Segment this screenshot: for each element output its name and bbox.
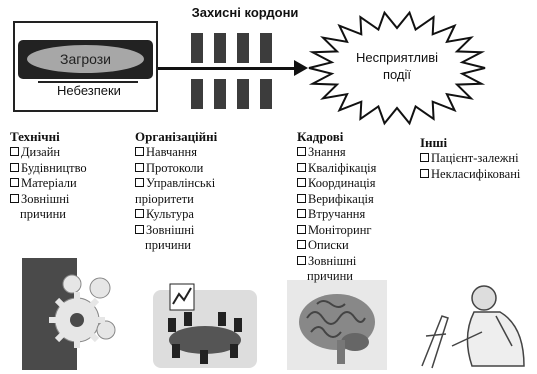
list-item: Навчання — [135, 145, 265, 161]
barrier-block — [214, 79, 226, 109]
adverse-events-label: Несприятливі події — [352, 49, 442, 83]
item-label: Верифікація — [308, 192, 374, 206]
list-item: Зовнішні — [10, 192, 125, 208]
list-item: Пацієнт-залежні — [420, 151, 535, 167]
item-label: Втручання — [308, 207, 365, 221]
item-label: Координація — [308, 176, 376, 190]
checkbox-icon — [10, 194, 19, 203]
item-label: Навчання — [146, 145, 197, 159]
checkbox-icon — [135, 225, 144, 234]
item-label: Пацієнт-залежні — [431, 151, 519, 165]
list-item: Описки — [297, 238, 417, 254]
meeting-table-icon — [150, 280, 260, 370]
checkbox-icon — [297, 147, 306, 156]
hazards-label: Небезпеки — [30, 83, 148, 98]
item-continuation: причини — [135, 238, 265, 254]
list-item: Втручання — [297, 207, 417, 223]
organizational-column: Організаційні Навчання Протоколи Управлі… — [135, 129, 265, 254]
item-continuation: причини — [297, 269, 417, 285]
checkbox-icon — [10, 178, 19, 187]
list-item: Некласифіковані — [420, 167, 535, 183]
technical-title: Технічні — [10, 129, 125, 145]
item-continuation: пріоритети — [135, 192, 265, 208]
checkbox-icon — [420, 169, 429, 178]
checkbox-icon — [135, 178, 144, 187]
checkbox-icon — [297, 163, 306, 172]
checkbox-icon — [297, 209, 306, 218]
barrier-block — [237, 33, 249, 63]
checkbox-icon — [10, 163, 19, 172]
list-item: Верифікація — [297, 192, 417, 208]
barrier-block — [237, 79, 249, 109]
barrier-block — [191, 79, 203, 109]
list-item: Кваліфікація — [297, 161, 417, 177]
barriers-title: Захисні кордони — [180, 5, 310, 20]
list-item: Координація — [297, 176, 417, 192]
patient-icon — [412, 276, 534, 372]
checkbox-icon — [297, 256, 306, 265]
checkbox-icon — [420, 153, 429, 162]
item-label: Зовнішні — [146, 223, 194, 237]
list-item: Зовнішні — [135, 223, 265, 239]
item-label: Будівництво — [21, 161, 87, 175]
organizational-title: Організаційні — [135, 129, 265, 145]
item-label: Знання — [308, 145, 346, 159]
list-item: Будівництво — [10, 161, 125, 177]
checkbox-icon — [135, 147, 144, 156]
personnel-title: Кадрові — [297, 129, 417, 145]
arrow-shaft — [158, 67, 298, 70]
list-item: Управлінські — [135, 176, 265, 192]
item-label: Протоколи — [146, 161, 203, 175]
list-item: Моніторинг — [297, 223, 417, 239]
technical-column: Технічні Дизайн Будівництво Матеріали Зо… — [10, 129, 125, 223]
item-label: Некласифіковані — [431, 167, 520, 181]
list-item: Зовнішні — [297, 254, 417, 270]
checkbox-icon — [297, 178, 306, 187]
item-label: Моніторинг — [308, 223, 372, 237]
list-item: Протоколи — [135, 161, 265, 177]
adverse-events-line-2: події — [352, 66, 442, 83]
barrier-block — [214, 33, 226, 63]
brain-icon — [287, 280, 387, 370]
checkbox-icon — [297, 225, 306, 234]
list-item: Знання — [297, 145, 417, 161]
checkbox-icon — [10, 147, 19, 156]
item-label: Культура — [146, 207, 194, 221]
barrier-block — [260, 79, 272, 109]
item-label: Дизайн — [21, 145, 60, 159]
other-column: Інші Пацієнт-залежні Некласифіковані — [420, 135, 535, 182]
checkbox-icon — [297, 194, 306, 203]
checkbox-icon — [297, 240, 306, 249]
other-title: Інші — [420, 135, 535, 151]
barrier-block — [260, 33, 272, 63]
item-label: Матеріали — [21, 176, 77, 190]
item-label: Управлінські — [146, 176, 215, 190]
list-item: Дизайн — [10, 145, 125, 161]
item-continuation: причини — [10, 207, 125, 223]
barrier-block — [191, 33, 203, 63]
list-item: Матеріали — [10, 176, 125, 192]
adverse-events-line-1: Несприятливі — [352, 49, 442, 66]
checkbox-icon — [135, 163, 144, 172]
personnel-column: Кадрові Знання Кваліфікація Координація … — [297, 129, 417, 285]
checkbox-icon — [135, 209, 144, 218]
gears-icon — [22, 258, 122, 370]
threats-oval: Загрози — [27, 45, 144, 73]
item-label: Описки — [308, 238, 349, 252]
item-label: Зовнішні — [21, 192, 69, 206]
list-item: Культура — [135, 207, 265, 223]
item-label: Кваліфікація — [308, 161, 376, 175]
item-label: Зовнішні — [308, 254, 356, 268]
